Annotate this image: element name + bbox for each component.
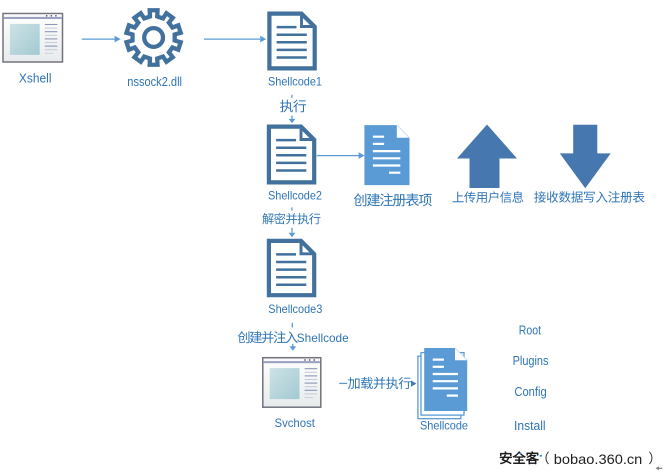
svg-text:Shellcode: Shellcode xyxy=(420,418,468,432)
svg-text:Install: Install xyxy=(514,419,546,433)
svg-text:Root: Root xyxy=(519,324,542,338)
svg-text:Xshell: Xshell xyxy=(19,71,52,86)
svg-text:bobao.360.cn: bobao.360.cn xyxy=(554,451,643,467)
svg-text:Shellcode3: Shellcode3 xyxy=(268,302,322,316)
svg-text:Shellcode1: Shellcode1 xyxy=(268,75,322,89)
svg-text:Config: Config xyxy=(514,385,546,399)
svg-text:Shellcode: Shellcode xyxy=(297,331,349,345)
svg-text:Svchost: Svchost xyxy=(275,416,316,430)
svg-text:Shellcode2: Shellcode2 xyxy=(268,189,322,203)
svg-text:nssock2.dll: nssock2.dll xyxy=(127,74,182,89)
svg-text:Plugins: Plugins xyxy=(513,354,549,368)
